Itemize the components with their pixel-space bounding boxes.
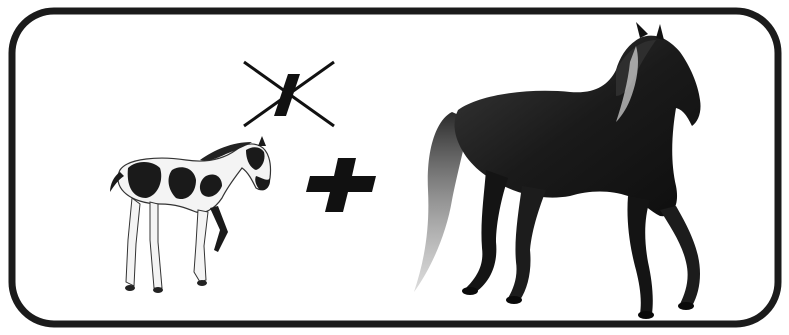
illustration-canvas [0,0,789,335]
